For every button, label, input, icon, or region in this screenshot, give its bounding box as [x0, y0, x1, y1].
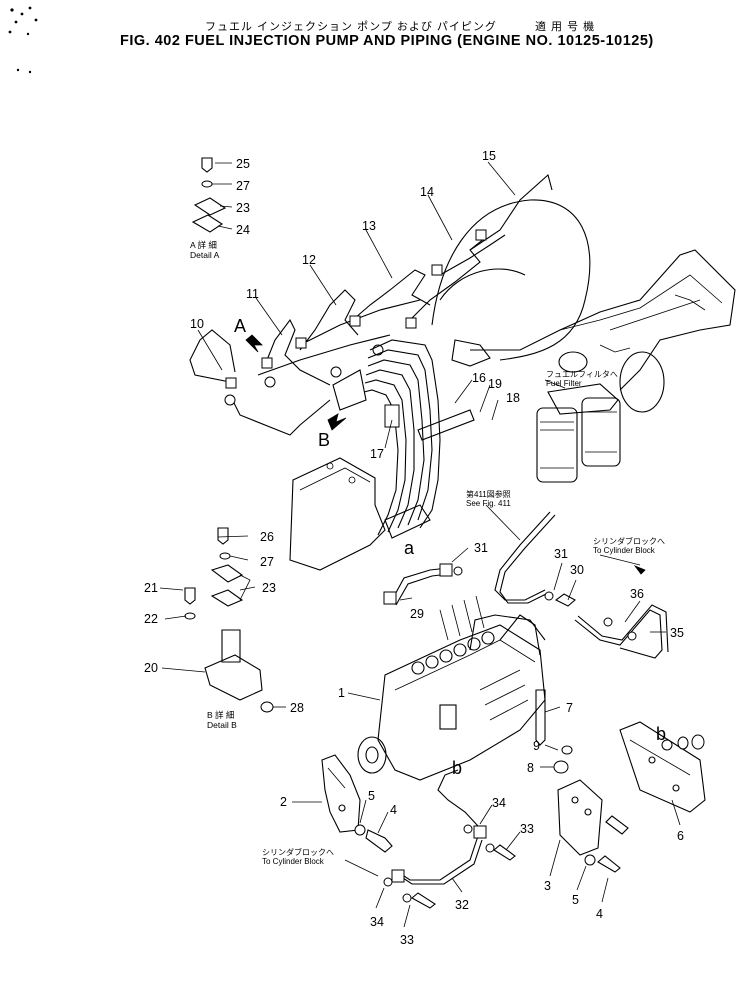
pipe-to-fig-411 — [494, 511, 556, 604]
cylinder-block-right-en: To Cylinder Block — [593, 546, 655, 555]
part-number-30: 30 — [570, 563, 584, 577]
part-number-26: 26 — [260, 530, 274, 544]
part-number-23-top: 23 — [236, 201, 250, 215]
part-number-4-left: 4 — [390, 803, 397, 817]
cylinder-block-right-jp: シリンダブロックへ — [593, 537, 665, 546]
pipe-bundle — [363, 339, 475, 539]
part-number-3: 3 — [544, 879, 551, 893]
japanese-title: フュエル インジェクション ポンプ および パイピング — [205, 21, 497, 33]
leader-lines — [159, 161, 681, 928]
bracket-2 — [321, 754, 393, 853]
cylinder-block-right-callout: シリンダブロックへ To Cylinder Block — [593, 537, 665, 555]
detail-a-label: A 詳 細 Detail A — [190, 240, 219, 260]
view-letter-b-right: b — [656, 724, 667, 744]
part-number-34-top: 34 — [492, 796, 506, 810]
detail-b-jp: B 詳 細 — [207, 710, 235, 720]
part-number-9: 9 — [533, 739, 540, 753]
part-number-10: 10 — [190, 317, 204, 331]
fuel-filter-en: Fuel Filter — [546, 379, 582, 388]
scan-artifact — [8, 6, 38, 74]
part-number-33-bottom: 33 — [400, 933, 414, 947]
fuel-filter-jp: フュエルフィルタへ — [546, 370, 618, 379]
part-number-5-right: 5 — [572, 893, 579, 907]
part-number-14: 14 — [420, 185, 434, 199]
part-number-34-bottom: 34 — [370, 915, 384, 929]
part-number-31-left: 31 — [474, 541, 488, 555]
part-number-28: 28 — [290, 701, 304, 715]
part-number-27-top: 27 — [236, 179, 250, 193]
part-number-6: 6 — [677, 829, 684, 843]
japanese-applicable-label: 適 用 号 機 — [535, 21, 596, 33]
fig-411-callout: 第411図参照 See Fig. 411 — [466, 490, 511, 508]
engine-block — [431, 199, 736, 413]
fuel-pipe-29 — [383, 563, 463, 606]
detail-a-jp: A 詳 細 — [190, 240, 217, 250]
part-number-20: 20 — [144, 661, 158, 675]
part-number-31-right: 31 — [554, 547, 568, 561]
part-number-labels: 25 27 23 24 15 14 13 12 11 10 16 19 18 1… — [144, 149, 684, 947]
cylinder-block-left-en: To Cylinder Block — [262, 857, 324, 866]
part-number-36: 36 — [630, 587, 644, 601]
fuel-filter-callout: フュエルフィルタへ Fuel Filter — [546, 370, 618, 388]
part-number-2: 2 — [280, 795, 287, 809]
part-number-19: 19 — [488, 377, 502, 391]
part-number-29: 29 — [410, 607, 424, 621]
part-number-24: 24 — [236, 223, 250, 237]
part-number-7: 7 — [566, 701, 573, 715]
part-number-17: 17 — [370, 447, 384, 461]
fuel-filter-assembly — [536, 351, 621, 483]
part-number-1: 1 — [338, 686, 345, 700]
detail-b-en: Detail B — [207, 720, 237, 730]
fig-411-en: See Fig. 411 — [466, 499, 511, 508]
detail-a-parts — [191, 157, 227, 233]
view-letter-b-lower: b — [452, 758, 463, 778]
detail-a-en: Detail A — [190, 250, 220, 260]
pipe-35-assembly — [554, 565, 669, 659]
fuel-pipe-32 — [383, 769, 516, 909]
part-number-4-right: 4 — [596, 907, 603, 921]
part-number-15: 15 — [482, 149, 496, 163]
part-number-5-left: 5 — [368, 789, 375, 803]
part-number-22: 22 — [144, 612, 158, 626]
part-number-21: 21 — [144, 581, 158, 595]
part-number-23-mid: 23 — [262, 581, 276, 595]
part-number-12: 12 — [302, 253, 316, 267]
part-number-27-mid: 27 — [260, 555, 274, 569]
part-number-33-top: 33 — [520, 822, 534, 836]
intake-manifold — [289, 457, 386, 571]
clamp-b — [245, 334, 367, 431]
part-number-25: 25 — [236, 157, 250, 171]
figure-title: FIG. 402 FUEL INJECTION PUMP AND PIPING … — [120, 33, 654, 49]
detail-b-label: B 詳 細 Detail B — [207, 710, 237, 730]
cylinder-block-left-callout: シリンダブロックへ To Cylinder Block — [262, 848, 334, 866]
part-number-16: 16 — [472, 371, 486, 385]
fig-411-jp: 第411図参照 — [466, 490, 511, 499]
part-number-18: 18 — [506, 391, 520, 405]
view-letter-b-upper: B — [318, 430, 331, 450]
injection-pump — [357, 595, 546, 781]
bracket-6 — [619, 721, 706, 813]
part-number-11: 11 — [246, 287, 259, 301]
injection-pipes — [189, 173, 553, 436]
bolt-7-assembly — [535, 689, 573, 774]
part-number-13: 13 — [362, 219, 376, 233]
bracket-3 — [557, 779, 629, 873]
view-letter-a-upper: A — [234, 316, 247, 336]
part-number-35: 35 — [670, 626, 684, 640]
view-letter-a-lower: a — [404, 538, 415, 558]
part-number-32: 32 — [455, 898, 469, 912]
detail-b-parts — [184, 527, 274, 713]
part-number-8: 8 — [527, 761, 534, 775]
cylinder-block-left-jp: シリンダブロックへ — [262, 848, 334, 857]
